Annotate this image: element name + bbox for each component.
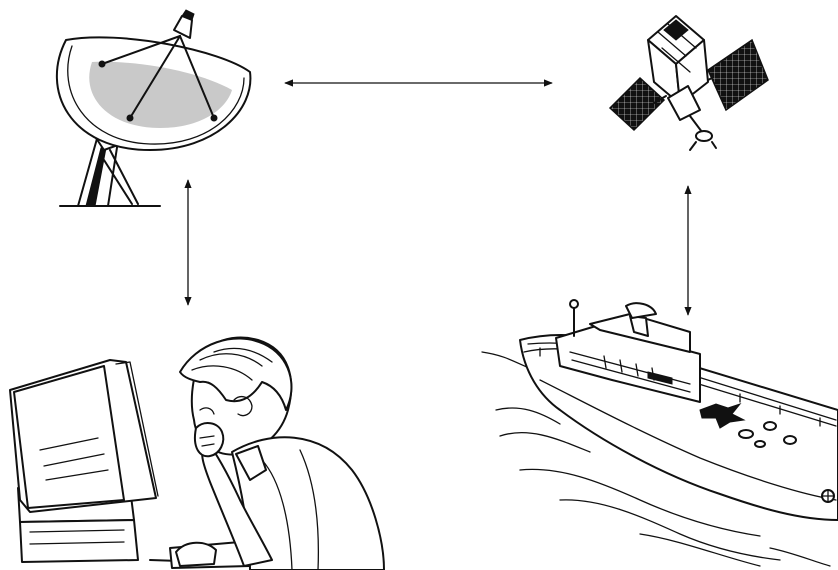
ship-icon: [482, 300, 838, 566]
satellite-icon: [610, 16, 768, 150]
person-at-computer-icon: [10, 338, 384, 570]
satellite-dish-icon: [57, 10, 251, 206]
